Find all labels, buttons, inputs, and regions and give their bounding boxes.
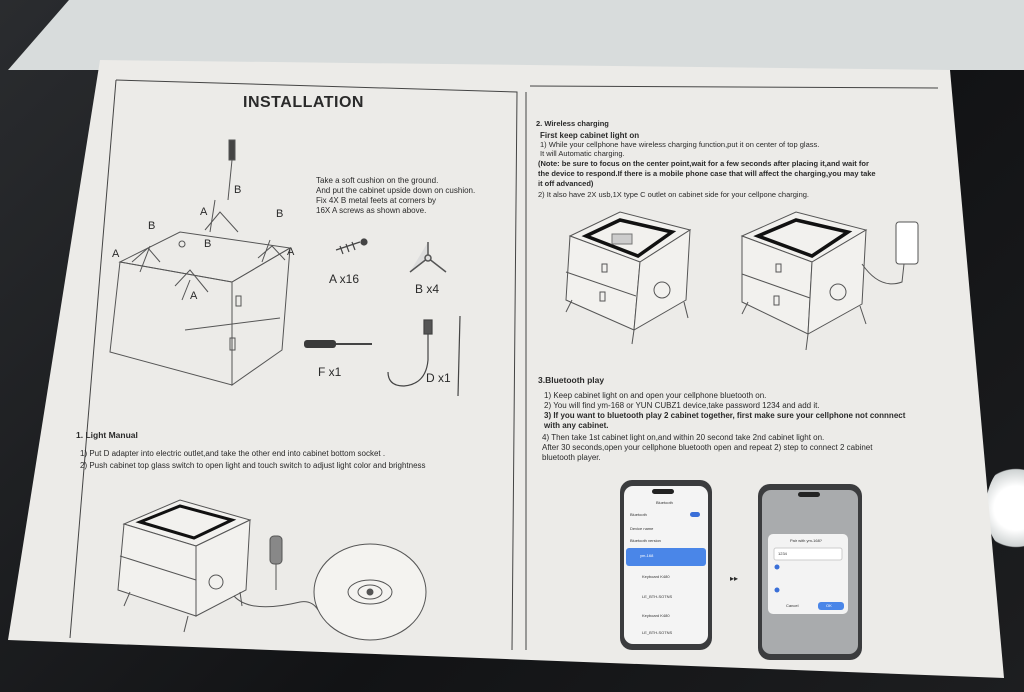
phone-left-row: Keyboard K480 [642,574,670,579]
bluetooth-line-3a: 3) If you want to bluetooth play 2 cabin… [544,411,906,420]
diagram-letter-b: B [276,208,284,220]
diagram-letter-b: B [234,184,242,196]
installation-title: INSTALLATION [243,94,364,111]
part-f-label: F x1 [318,365,342,379]
bluetooth-line-1: 1) Keep cabinet light on and open your c… [544,391,767,400]
screwdriver-f-icon [304,340,372,348]
wireless-line-1: 1) While your cellphone have wireless ch… [540,140,820,149]
bluetooth-line-4: 4) Then take 1st cabinet light on,and wi… [542,433,825,442]
wireless-note-3: it off advanced) [538,179,594,188]
wireless-subtitle: First keep cabinet light on [540,131,640,140]
phone-left-row: Bluetooth [630,512,647,517]
right-frame-top [529,85,939,89]
wireless-note-1: (Note: be sure to focus on the center po… [538,159,869,168]
phone-left-row: LE_BTH-SOTNS [642,630,673,635]
phone-right-ok: OK [826,603,832,608]
background-sheet [8,0,1024,70]
left-frame-edge [69,79,117,639]
diagram-letter-a: A [200,206,208,218]
phone-left-row: Device name [630,526,654,531]
wireless-note-2: the device to respond.If there is a mobi… [538,169,876,178]
phone-left-row: Bluetooth version [630,538,661,543]
phone-right-code: 1234 [778,551,787,556]
bluetooth-line-6: bluetooth player. [542,453,601,462]
install-step-4: 16X A screws as shown above. [316,206,427,215]
phone-left-row: LE_BTH-SOTNS [642,594,673,599]
wireless-usb-line: 2) It also have 2X usb,1X type C outlet … [538,190,809,199]
bluetooth-title: 3.Bluetooth play [538,375,605,385]
diagram-letter-a: A [112,248,120,260]
phone-right-dialog-title: Pair with ym-168? [790,538,823,543]
part-d-label: D x1 [426,371,451,385]
arrow-icon: ▸▸ [730,574,739,583]
bluetooth-line-2: 2) You will find ym-168 or YUN CUBZ1 dev… [544,401,820,410]
adapter-d-icon [387,315,461,397]
phone-right-drawing [758,484,862,660]
phone-left-device-ym168: ym-168 [640,553,654,558]
wireless-title: 2. Wireless charging [536,119,609,128]
paper-sheet [8,60,1004,678]
diagram-letter-a: A [287,246,295,258]
phone-left-row: Keyboard K480 [642,613,670,618]
install-step-2: And put the cabinet upside down on cushi… [316,186,476,195]
light-manual-title: 1. Light Manual [76,430,138,440]
bluetooth-line-5: After 30 seconds,open your cellphone blu… [542,443,873,452]
cabinet-wireless-left [565,211,692,345]
diagram-letter-b: B [204,238,212,250]
cabinet-upside-down [109,139,292,386]
left-frame [115,79,518,651]
install-step-1: Take a soft cushion on the ground. [316,176,439,185]
part-a-label: A x16 [329,272,360,286]
phone-right-cancel: Cancel [786,603,799,608]
light-manual-line-1: 1) Put D adapter into electric outlet,an… [80,449,386,458]
screw-a-icon [335,238,368,255]
diagram-letter-b: B [148,220,156,232]
light-manual-line-2: 2) Push cabinet top glass switch to open… [80,461,426,470]
part-b-label: B x4 [415,282,440,296]
cabinet-wireless-right [740,211,919,351]
feet-b-icon [409,242,447,273]
phone-left-header: Bluetooth [656,500,673,505]
wireless-line-2: It will Automatic charging. [540,149,625,158]
cabinet-light-drawing [117,499,427,641]
bluetooth-line-3b: with any cabinet. [544,421,609,430]
diagram-letter-a: A [190,290,198,302]
phone-left-drawing [620,480,712,650]
install-step-3: Fix 4X B metal feets at corners by [316,196,437,205]
